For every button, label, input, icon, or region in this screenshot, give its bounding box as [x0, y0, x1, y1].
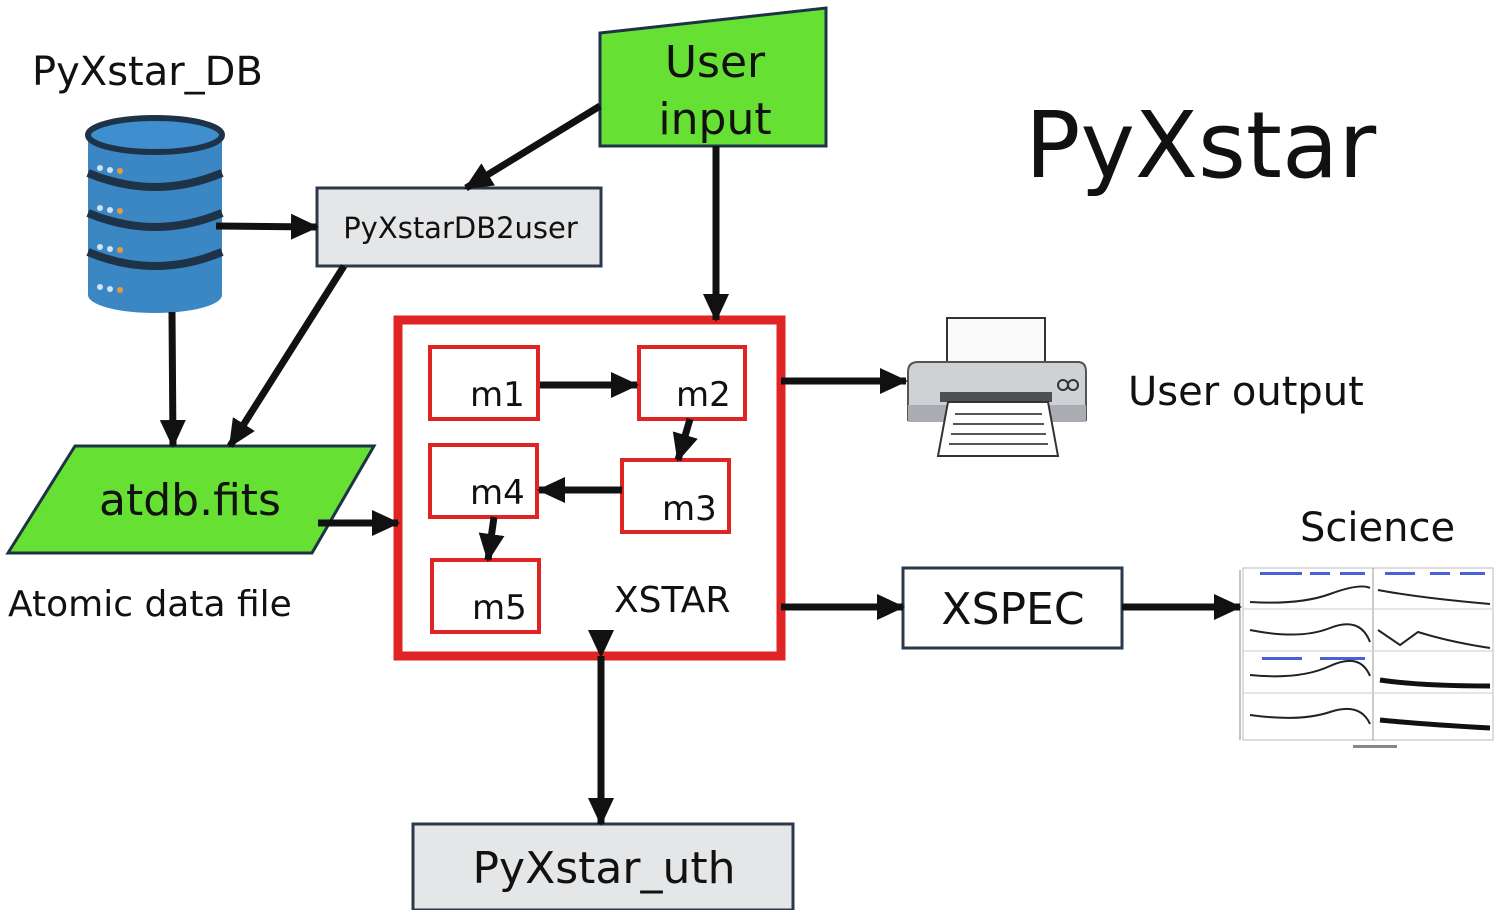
arrow-db2user-to-atdb [227, 264, 347, 448]
arrow-m2-to-m3 [672, 418, 698, 462]
spectra-plot-icon [1239, 567, 1494, 748]
module-box-m1 [428, 345, 540, 421]
arrow-userinput-to-db2user [464, 103, 602, 191]
module-label-m3: m3 [662, 489, 717, 529]
diagram-title: PyXstar [1025, 92, 1377, 199]
db2user-label: PyXstarDB2user [343, 211, 578, 245]
module-label-m5: m5 [472, 588, 527, 628]
uth-label: PyXstar_uth [472, 842, 736, 894]
user-input-label: User input [658, 36, 772, 145]
atdb-label: atdb.fits [99, 474, 281, 526]
arrow-m4-to-m5 [478, 516, 505, 562]
science-label: Science [1300, 505, 1456, 551]
xstar-label: XSTAR [614, 580, 731, 621]
module-label-m2: m2 [676, 375, 731, 415]
module-label-m1: m1 [470, 375, 525, 415]
xspec-label: XSPEC [941, 583, 1085, 635]
module-box-m5 [430, 558, 541, 634]
xspec-box [901, 566, 1124, 650]
database-label: PyXstar_DB [32, 49, 263, 95]
module-box-m2 [637, 345, 747, 421]
arrow-db-to-atdb [159, 311, 186, 448]
database-icon [85, 115, 225, 313]
module-label-m4: m4 [470, 473, 525, 513]
module-box-m3 [620, 458, 731, 534]
printer-icon [907, 317, 1087, 457]
user-output-label: User output [1128, 369, 1364, 415]
atomic-data-label: Atomic data file [8, 584, 292, 625]
arrow-db-to-db2user [215, 213, 319, 240]
atdb-shape [5, 444, 377, 555]
